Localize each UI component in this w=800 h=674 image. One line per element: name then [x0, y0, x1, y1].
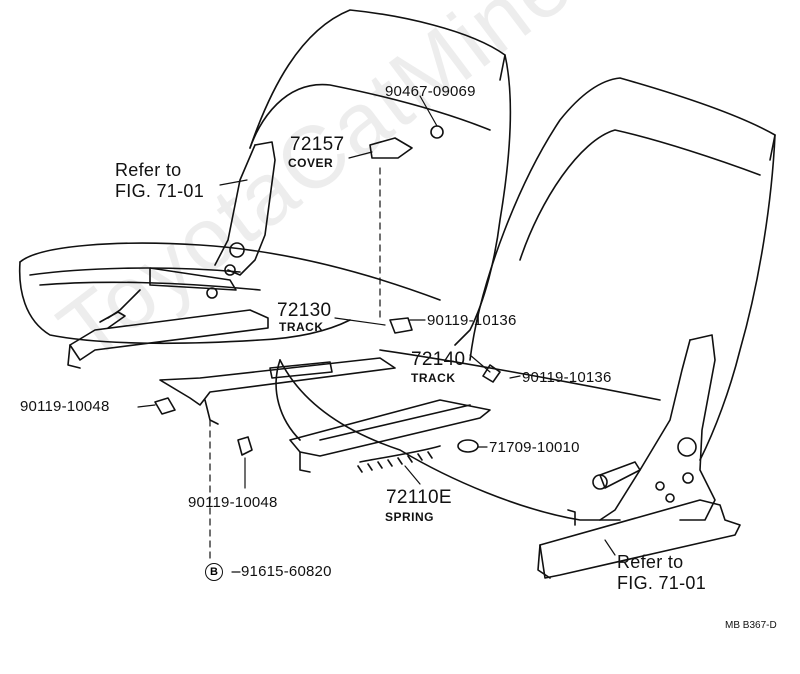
part-number-label: 91615-60820: [241, 563, 332, 580]
left-seat-cushion: [18, 242, 441, 345]
part-number-label: 90119-10048: [20, 398, 110, 415]
reference-line-1: Refer to: [617, 552, 684, 572]
bolt-marker-b: B: [205, 563, 223, 581]
right-seat-cushion: [275, 349, 661, 521]
reference-line-1: Refer to: [115, 160, 182, 180]
part-number-label: 90119-10048: [188, 494, 278, 511]
slide-frame-72110E: [289, 399, 491, 473]
hardware-parts: [154, 125, 501, 456]
part-name-label: TRACK: [411, 371, 456, 385]
part-name-label: TRACK: [279, 320, 324, 334]
part-number-label: 90467-09069: [385, 83, 476, 100]
right-seat-backrest: [469, 77, 776, 461]
part-name-label: COVER: [288, 156, 334, 170]
leader-lines: [137, 95, 616, 573]
part-number-label: 72130: [277, 300, 332, 321]
part-number-label: 72110E: [386, 487, 452, 508]
part-number-label: 90119-10136: [522, 369, 612, 386]
part-number-label: 90119-10136: [427, 312, 517, 329]
left-seat-backrest: [249, 9, 512, 346]
right-recliner: [537, 334, 741, 579]
part-number-label: 72157: [290, 134, 345, 155]
drawing-code: MB B367-D: [725, 620, 777, 631]
reference-line-2: FIG. 71-01: [115, 181, 205, 201]
part-number-label: 72140: [411, 349, 466, 370]
reference-line-2: FIG. 71-01: [617, 573, 707, 593]
part-name-label: SPRING: [385, 510, 435, 524]
track-72130: [67, 309, 269, 369]
part-number-label: 71709-10010: [489, 439, 580, 456]
